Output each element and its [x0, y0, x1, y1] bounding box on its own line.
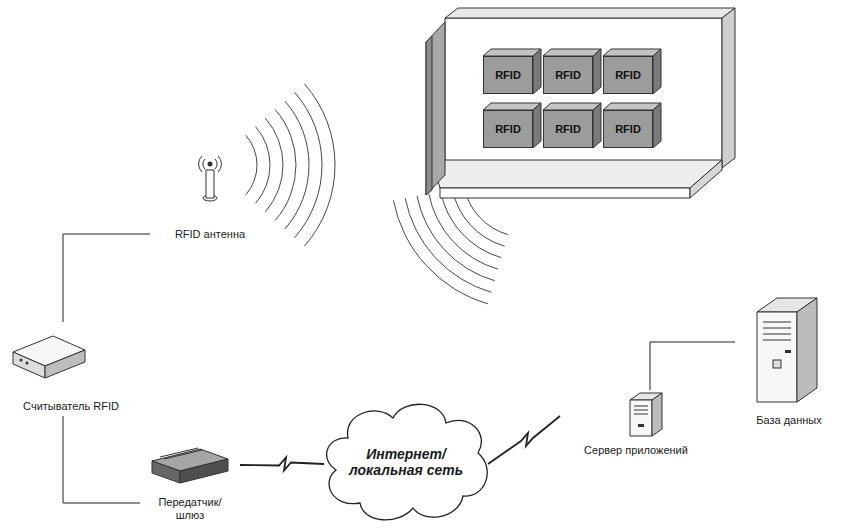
shelf [426, 8, 735, 198]
rfid-tag-box: RFID [483, 56, 533, 94]
cable-line [650, 342, 735, 390]
rfid-tag-box: RFID [543, 56, 593, 94]
cable-line [63, 234, 150, 322]
antenna-icon [150, 148, 270, 204]
shelf-part [426, 36, 432, 195]
database-server: База данных [735, 290, 843, 430]
device-label: Сервер приложений [564, 444, 708, 457]
radio-wave [256, 127, 270, 203]
shelf-part [426, 22, 445, 195]
radio-wave [405, 198, 491, 292]
gateway-icon [140, 445, 240, 485]
tag-label: RFID [495, 69, 521, 82]
radio-wave [275, 110, 296, 221]
shelf-part [432, 160, 722, 188]
cloud-label: Интернет/ локальная сеть [345, 446, 467, 478]
tag-label: RFID [555, 69, 581, 82]
reader-icon [5, 322, 137, 382]
shelf-part [445, 8, 735, 18]
network-link [488, 416, 560, 464]
rfid-tag-box: RFID [603, 110, 653, 148]
server-icon [562, 390, 710, 439]
tag-label: RFID [615, 123, 641, 136]
application-server: Сервер приложений [560, 390, 712, 460]
rfid-tag-box: RFID [483, 110, 533, 148]
device-label: Считыватель RFID [7, 400, 135, 413]
reader-device: Считыватель RFID [3, 322, 139, 416]
shelf-part [445, 18, 722, 168]
tag-label: RFID [555, 123, 581, 136]
cable-line [63, 416, 140, 503]
device-label: База данных [739, 414, 839, 427]
gateway-device: Передатчик/ шлюз [140, 445, 240, 525]
network-link [240, 458, 324, 471]
shelf-part [722, 8, 735, 168]
tag-label: RFID [495, 123, 521, 136]
shelf-part [440, 188, 690, 198]
database-icon [737, 290, 841, 406]
tag-label: RFID [615, 69, 641, 82]
device-label: Передатчик/ шлюз [151, 496, 229, 522]
radio-wave [304, 84, 335, 246]
shelf-part [690, 160, 722, 198]
rfid-tag-box: RFID [603, 56, 653, 94]
radio-wave [429, 194, 498, 270]
radio-wave [246, 135, 257, 194]
radio-wave [295, 92, 322, 237]
device-label: RFID антенна [155, 228, 265, 241]
radio-wave [441, 191, 502, 257]
radio-wave [285, 101, 309, 229]
radio-wave [265, 118, 283, 212]
rfid-tag-box: RFID [543, 110, 593, 148]
radio-wave [393, 201, 488, 304]
antenna-device: RFID антенна [150, 148, 270, 244]
network-cloud: Интернет/ локальная сеть [318, 398, 494, 526]
